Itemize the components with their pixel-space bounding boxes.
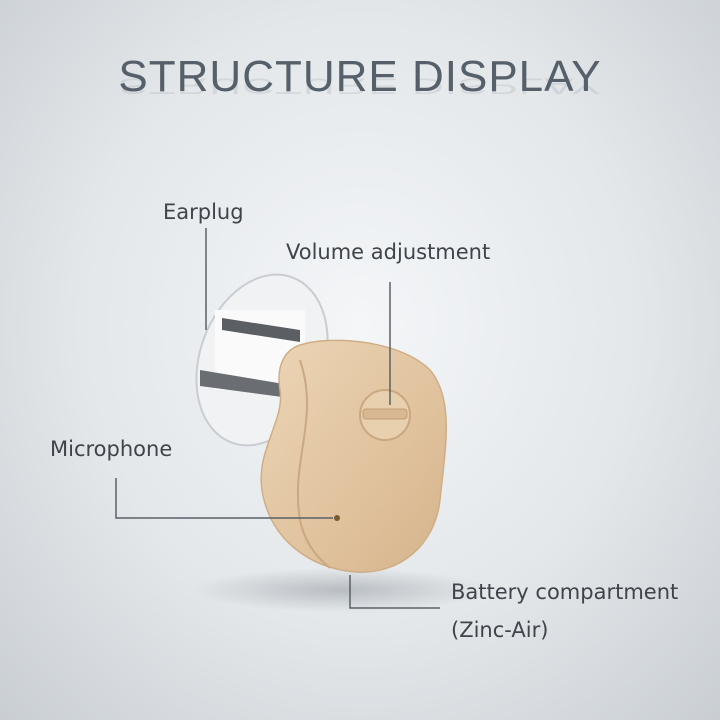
label-battery-type: (Zinc-Air) xyxy=(451,618,549,642)
device-body xyxy=(260,339,447,573)
label-volume-adjustment: Volume adjustment xyxy=(286,240,491,264)
label-battery-compartment: Battery compartment xyxy=(451,580,679,604)
microphone-line xyxy=(115,478,333,519)
battery-line xyxy=(349,575,440,609)
microphone-hole xyxy=(334,515,340,521)
callout-lines xyxy=(115,228,440,609)
page-title: STRUCTURE DISPLAY xyxy=(118,52,602,101)
volume-dial xyxy=(359,389,411,441)
label-earplug: Earplug xyxy=(163,200,244,224)
device-shadow xyxy=(190,568,490,612)
label-microphone: Microphone xyxy=(50,437,173,461)
